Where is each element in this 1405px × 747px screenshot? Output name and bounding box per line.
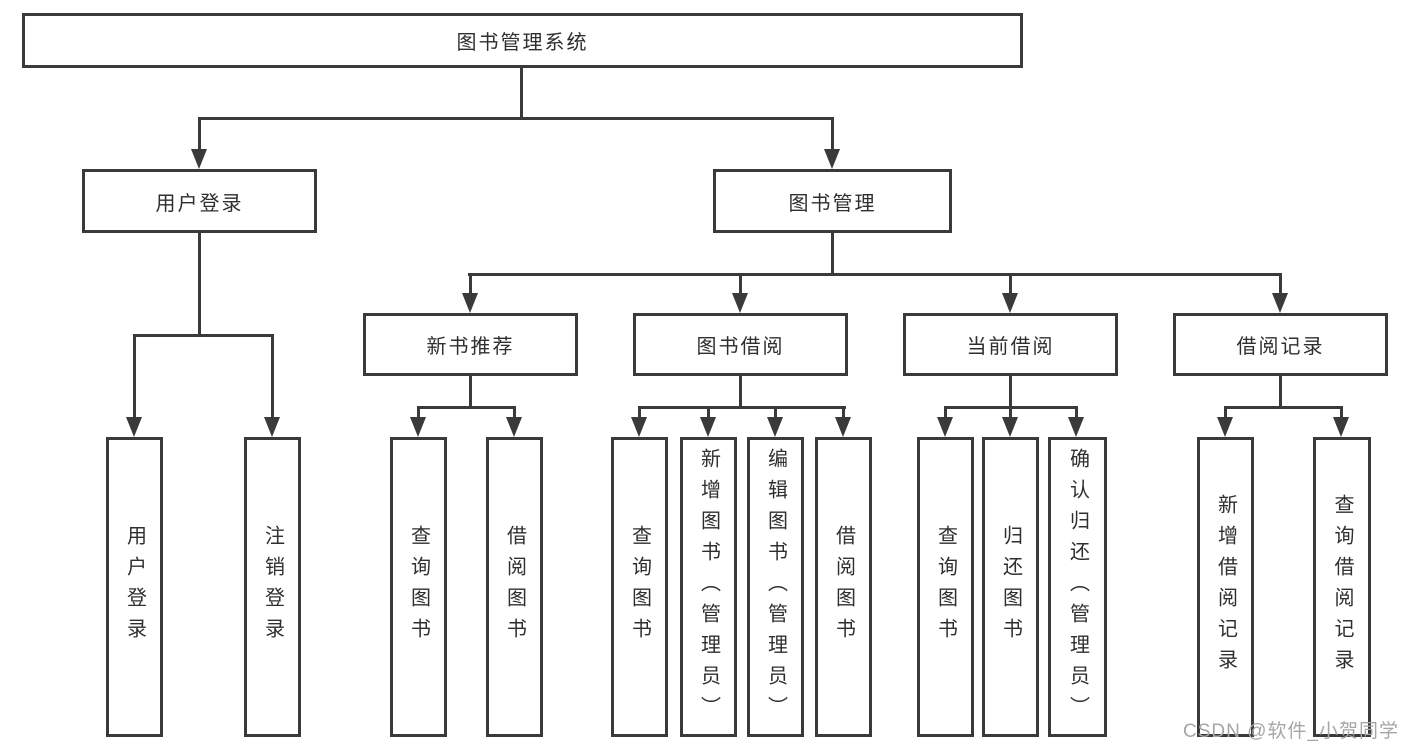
connector-line xyxy=(1224,406,1227,421)
node-book-management-system: 图书管理系统 xyxy=(22,13,1023,68)
node-label: 新增图书（管理员） xyxy=(697,447,720,727)
node-label: 归还图书 xyxy=(999,525,1022,649)
arrow-down-icon xyxy=(264,417,280,437)
connector-line xyxy=(944,406,947,421)
node-new-book-recommend: 新书推荐 xyxy=(363,313,578,376)
connector-line xyxy=(1340,406,1343,421)
node-label: 确认归还（管理员） xyxy=(1066,447,1089,727)
csdn-watermark: CSDN @软件_小贺同学 xyxy=(1183,721,1399,742)
connector-line xyxy=(638,406,846,409)
node-borrowing-records: 借阅记录 xyxy=(1173,313,1388,376)
node-label: 图书借阅 xyxy=(696,336,785,358)
connector-line xyxy=(198,117,834,120)
leaf-recommend-borrow-books: 借阅图书 xyxy=(486,437,543,737)
connector-line xyxy=(198,117,201,153)
connector-line xyxy=(417,406,516,409)
arrow-down-icon xyxy=(506,417,522,437)
arrow-down-icon xyxy=(835,417,851,437)
node-label: 图书管理系统 xyxy=(456,32,589,54)
connector-line xyxy=(468,273,1282,276)
arrow-down-icon xyxy=(1068,417,1084,437)
leaf-records-add-record: 新增借阅记录 xyxy=(1197,437,1254,737)
arrow-down-icon xyxy=(410,417,426,437)
connector-line xyxy=(469,376,472,409)
leaf-logout: 注销登录 xyxy=(244,437,301,737)
connector-line xyxy=(1009,273,1012,297)
arrow-down-icon xyxy=(462,293,478,313)
arrow-down-icon xyxy=(631,417,647,437)
leaf-current-return-books: 归还图书 xyxy=(982,437,1039,737)
arrow-down-icon xyxy=(1217,417,1233,437)
node-label: 用户登录 xyxy=(155,192,244,215)
node-label: 查询图书 xyxy=(934,525,957,649)
connector-line xyxy=(513,406,516,421)
arrow-down-icon xyxy=(1002,417,1018,437)
node-label: 借阅图书 xyxy=(832,525,855,649)
node-label: 查询借阅记录 xyxy=(1331,494,1353,680)
arrow-down-icon xyxy=(191,149,207,169)
arrow-down-icon xyxy=(1272,293,1288,313)
arrow-down-icon xyxy=(732,293,748,313)
connector-line xyxy=(739,273,742,297)
node-label: 借阅记录 xyxy=(1236,336,1325,358)
leaf-records-query-record: 查询借阅记录 xyxy=(1313,437,1371,737)
leaf-borrowing-edit-books-admin: 编辑图书（管理员） xyxy=(747,437,804,737)
arrow-down-icon xyxy=(700,417,716,437)
connector-line xyxy=(638,406,641,421)
connector-line xyxy=(739,376,742,409)
connector-line xyxy=(133,334,274,337)
connector-line xyxy=(842,406,845,421)
node-label: 用户登录 xyxy=(123,525,146,649)
connector-line xyxy=(1279,273,1282,297)
node-label: 注销登录 xyxy=(261,525,284,649)
connector-line xyxy=(271,334,274,420)
connector-line xyxy=(707,406,710,421)
node-label: 查询图书 xyxy=(628,525,651,649)
arrow-down-icon xyxy=(767,417,783,437)
leaf-current-confirm-return-admin: 确认归还（管理员） xyxy=(1048,437,1107,737)
node-label: 借阅图书 xyxy=(503,525,526,649)
arrow-down-icon xyxy=(937,417,953,437)
connector-line xyxy=(774,406,777,421)
leaf-recommend-query-books: 查询图书 xyxy=(390,437,447,737)
arrow-down-icon xyxy=(126,417,142,437)
connector-line xyxy=(133,334,136,420)
connector-line xyxy=(417,406,420,421)
connector-line xyxy=(520,68,523,120)
node-label: 新书推荐 xyxy=(426,336,515,358)
node-label: 新增借阅记录 xyxy=(1214,494,1237,680)
connector-line xyxy=(831,233,834,276)
node-label: 编辑图书（管理员） xyxy=(764,447,787,727)
node-user-login: 用户登录 xyxy=(82,169,317,233)
node-label: 当前借阅 xyxy=(966,336,1055,358)
arrow-down-icon xyxy=(1333,417,1349,437)
connector-line xyxy=(1279,376,1282,409)
connector-line xyxy=(1224,406,1343,409)
connector-line xyxy=(198,233,201,337)
leaf-borrowing-borrow-books: 借阅图书 xyxy=(815,437,872,737)
connector-line xyxy=(1009,406,1012,421)
leaf-borrowing-add-books-admin: 新增图书（管理员） xyxy=(680,437,737,737)
node-label: 查询图书 xyxy=(407,525,430,649)
connector-line xyxy=(831,117,834,153)
arrow-down-icon xyxy=(1002,293,1018,313)
node-book-management: 图书管理 xyxy=(713,169,952,233)
leaf-borrowing-query-books: 查询图书 xyxy=(611,437,668,737)
connector-line xyxy=(469,273,472,297)
leaf-user-login: 用户登录 xyxy=(106,437,163,737)
node-book-borrowing: 图书借阅 xyxy=(633,313,848,376)
node-current-borrowing: 当前借阅 xyxy=(903,313,1118,376)
node-label: 图书管理 xyxy=(788,192,877,215)
leaf-current-query-books: 查询图书 xyxy=(917,437,974,737)
connector-line xyxy=(1009,376,1012,409)
arrow-down-icon xyxy=(824,149,840,169)
connector-line xyxy=(1075,406,1078,421)
